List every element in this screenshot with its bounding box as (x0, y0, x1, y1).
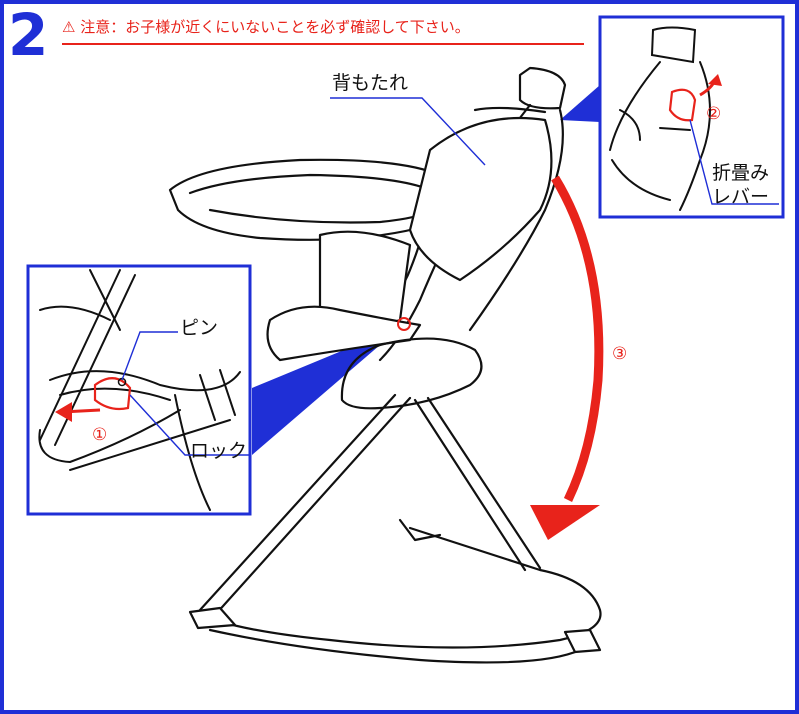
zoom-wedge-right (560, 85, 600, 122)
chair-drawing (168, 66, 602, 664)
step-1-marker: ① (92, 425, 108, 445)
step-3-marker: ③ (612, 344, 628, 364)
fold-lever-label-line1: 折畳み (712, 162, 770, 184)
fold-lever-label-line2: レバー (712, 186, 770, 208)
step-2-marker: ② (706, 104, 722, 124)
fold-arrowhead-3 (530, 505, 600, 540)
fold-arrow-3 (551, 175, 604, 502)
step-number: 2 (8, 1, 49, 69)
lock-marker-dot (397, 317, 411, 331)
warning-text: ⚠ 注意：お子様が近くにいないことを必ず確認して下さい。 (62, 18, 470, 36)
backrest-label: 背もたれ (332, 72, 409, 94)
backrest-leader (330, 97, 486, 166)
pin-label: ピン (180, 317, 219, 339)
inset-fold-lever-detail (598, 15, 785, 219)
lock-label: ロック (190, 440, 248, 462)
warning-underline (62, 43, 584, 45)
inset-lock-detail (26, 264, 252, 516)
zoom-wedge-left (252, 326, 402, 455)
